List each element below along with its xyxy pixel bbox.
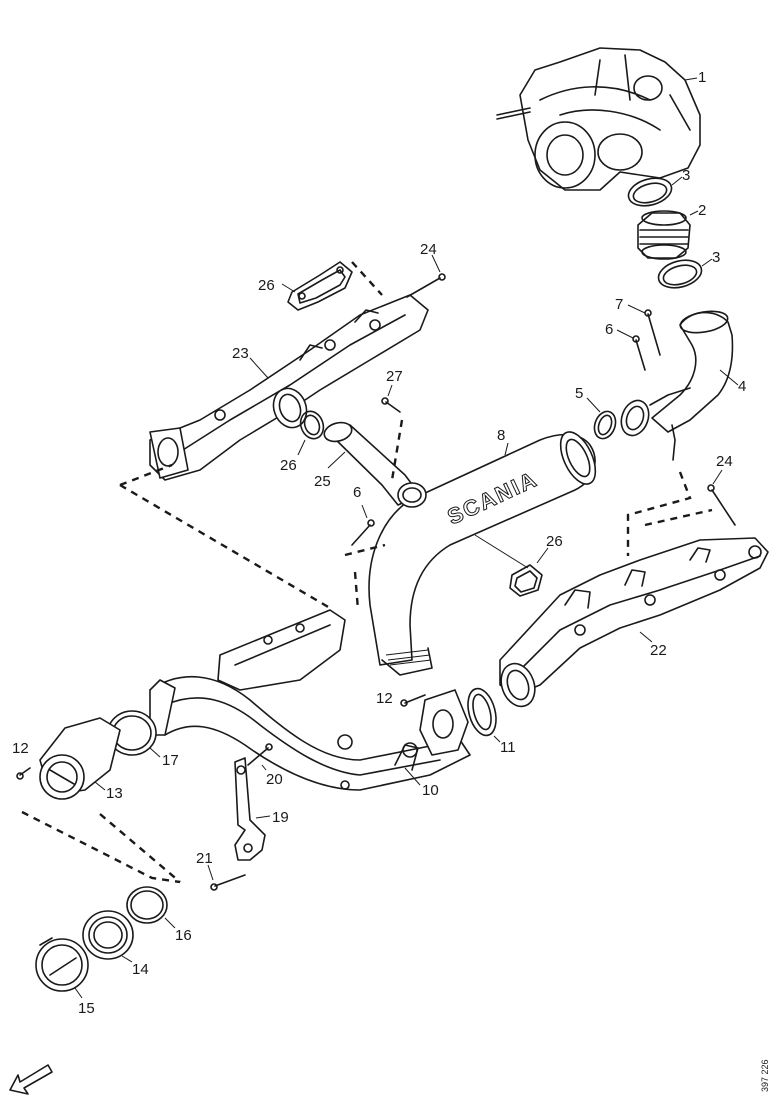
clamp-part-15 (35, 937, 89, 999)
callout-26-top: 26 (258, 277, 275, 294)
callout-23: 23 (232, 345, 249, 362)
gasket-part-26-top (281, 261, 353, 311)
callout-5: 5 (575, 385, 583, 402)
o-ring-part-5 (586, 397, 617, 440)
bracket-part-19 (234, 757, 271, 861)
manifold-part-23 (149, 294, 429, 481)
bolt-part-24-top (406, 254, 446, 298)
gasket-part-11 (467, 687, 501, 743)
callout-20: 20 (266, 771, 283, 788)
callout-12-right: 12 (376, 690, 393, 707)
callout-17: 17 (162, 752, 179, 769)
charge-pipe-part-10 (149, 675, 471, 791)
callout-21: 21 (196, 850, 213, 867)
drawing-code: 397 226 (760, 1059, 770, 1092)
callout-22: 22 (650, 642, 667, 659)
callout-25: 25 (314, 473, 331, 490)
callout-12-left: 12 (12, 740, 29, 757)
callout-labels: 1 2 3 3 4 5 6 6 7 8 10 11 12 12 13 14 15… (12, 69, 746, 1017)
callout-24-top: 24 (420, 241, 437, 258)
callout-16: 16 (175, 927, 192, 944)
callout-1: 1 (698, 69, 706, 86)
callout-3-lower: 3 (712, 249, 720, 266)
pipe-part-25 (323, 421, 427, 508)
clamp-part-3-upper (627, 176, 683, 207)
assembly-dashed-lines (21, 261, 713, 884)
bellows-part-2 (637, 210, 699, 260)
callout-3-upper: 3 (682, 167, 690, 184)
gasket-part-26-left (297, 410, 325, 456)
callout-27: 27 (386, 368, 403, 385)
clamp-part-3-lower (657, 258, 713, 289)
flange-connector (419, 689, 469, 756)
bolt-part-6-upper (616, 329, 646, 371)
bolt-part-6-lower (351, 504, 375, 546)
manifold-part-22 (499, 537, 769, 708)
callout-19: 19 (272, 809, 289, 826)
callout-10: 10 (422, 782, 439, 799)
callout-2: 2 (698, 202, 706, 219)
callout-15: 15 (78, 1000, 95, 1017)
elbow-pipe-part-4 (649, 310, 739, 461)
callout-6-lower: 6 (353, 484, 361, 501)
callout-4: 4 (738, 378, 746, 395)
bolt-part-7 (627, 304, 661, 356)
sleeve-part-14 (82, 910, 134, 963)
callout-11: 11 (500, 739, 516, 756)
callout-24-right: 24 (716, 453, 733, 470)
bolt-part-24-right (707, 469, 736, 526)
middle-connecting-pipe (217, 609, 346, 691)
bolt-part-12-left (16, 767, 31, 780)
turbocharger-part-1 (496, 47, 701, 191)
callout-13: 13 (106, 785, 123, 802)
callout-14: 14 (132, 961, 149, 978)
front-direction-arrow (9, 1064, 53, 1095)
callout-26-left: 26 (280, 457, 297, 474)
hose-coupling (620, 399, 650, 437)
outlet-part-13 (39, 717, 121, 800)
bolt-part-27 (381, 384, 401, 413)
bolt-part-21 (207, 864, 246, 891)
bolt-part-20 (247, 743, 273, 771)
callout-7: 7 (615, 296, 623, 313)
bolt-part-12-right (400, 694, 426, 707)
callout-26-right: 26 (546, 533, 563, 550)
gasket-part-16 (126, 886, 176, 929)
callout-8: 8 (497, 427, 505, 444)
callout-6-upper: 6 (605, 321, 613, 338)
gasket-part-26-right (509, 547, 549, 597)
